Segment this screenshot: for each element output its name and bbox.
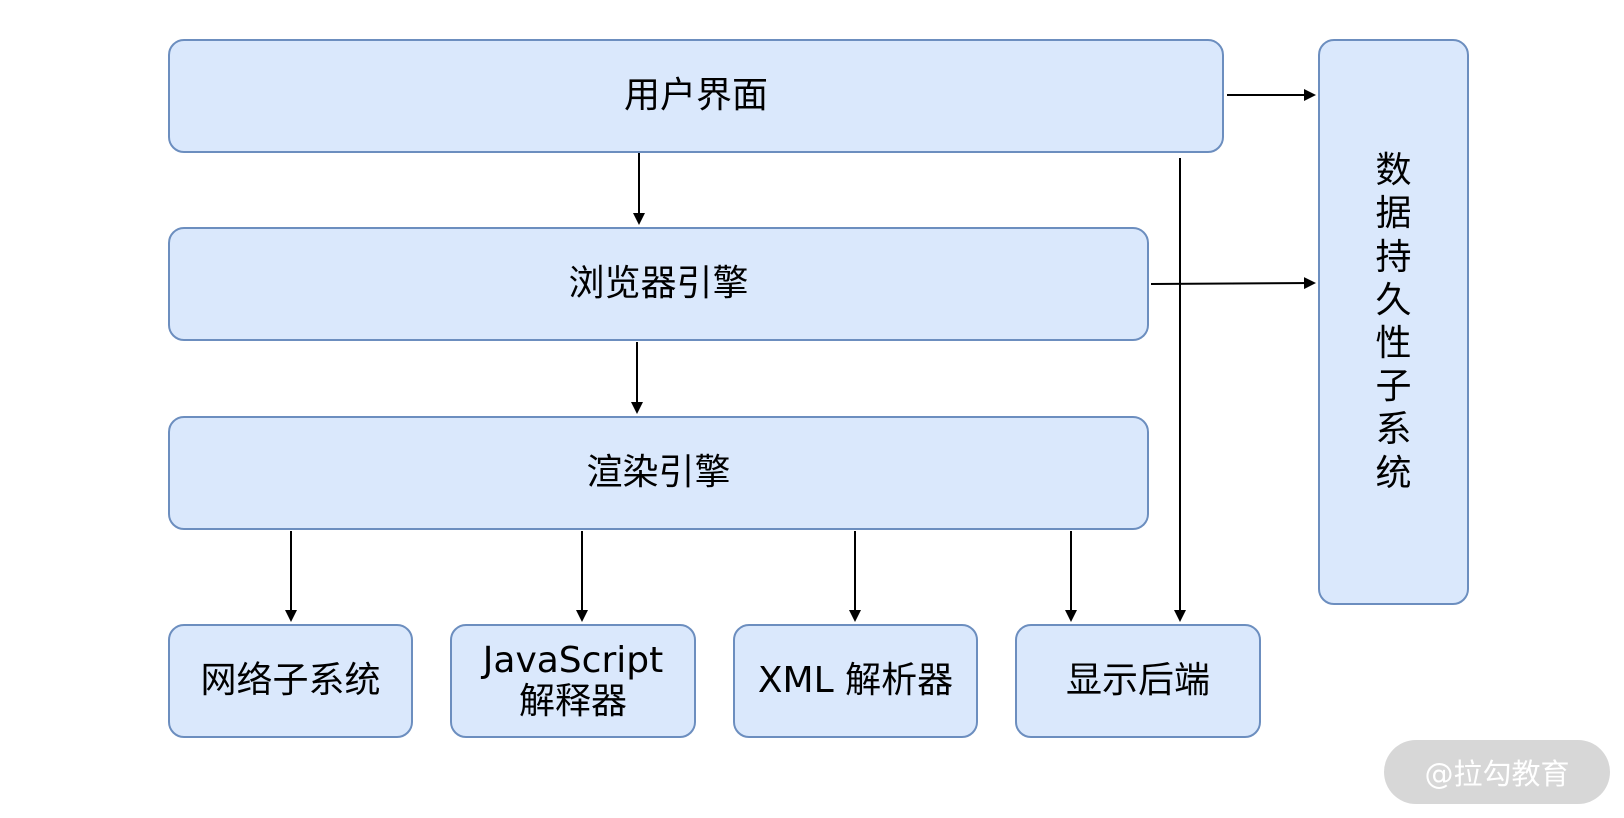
watermark-text: @拉勾教育 [1424, 757, 1570, 791]
arrow-browser-engine-to-persistence [1150, 277, 1316, 290]
browser-engine-label: 浏览器引擎 [568, 263, 749, 305]
ui-box: 用户界面 [168, 39, 1224, 153]
network-subsystem-label: 网络子系统 [200, 660, 381, 702]
display-backend-box: 显示后端 [1015, 624, 1261, 738]
ui-box-label: 用户界面 [623, 75, 768, 117]
javascript-label-line-2: 解释器 [518, 681, 627, 722]
javascript-interpreter-box: JavaScript 解释器 [450, 624, 696, 738]
render-engine-label: 渲染引擎 [586, 452, 731, 494]
persistence-subsystem-label: 数据持久性子系统 [1375, 150, 1412, 494]
xml-parser-label: XML 解析器 [757, 660, 954, 702]
browser-engine-box: 浏览器引擎 [168, 227, 1149, 341]
javascript-label-line-1: JavaScript [482, 639, 664, 681]
xml-parser-box: XML 解析器 [733, 624, 978, 738]
watermark: @拉勾教育 [1384, 740, 1610, 804]
render-engine-box: 渲染引擎 [168, 416, 1149, 530]
display-backend-label: 显示后端 [1065, 660, 1210, 702]
network-subsystem-box: 网络子系统 [168, 624, 413, 738]
persistence-subsystem-box: 数据持久性子系统 [1318, 39, 1469, 605]
